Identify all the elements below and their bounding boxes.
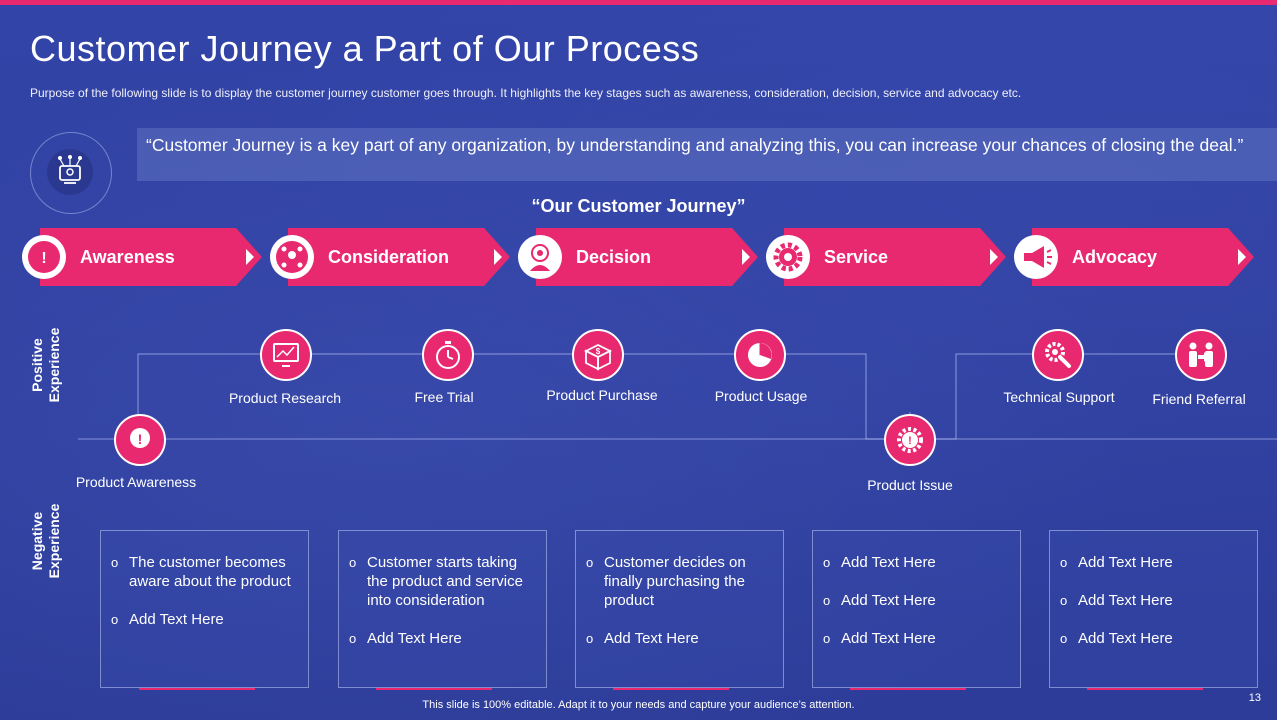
network-user-icon [47,149,93,195]
node-product-purchase: $ [572,329,624,381]
stage-arrow [40,228,262,286]
stage-label: Consideration [328,247,450,267]
node-label: Product Research [228,390,342,406]
monitor-chart-icon [273,343,299,367]
quote-box [137,128,1277,181]
dollar-box-icon: $ [583,343,613,371]
card-item: Customer starts taking the product and s… [349,553,536,610]
card-decision: Customer decides on finally purchasing t… [575,530,784,688]
target-person-icon [518,235,562,279]
card-accent-bar [376,688,492,690]
card-list: The customer becomes aware about the pro… [101,531,308,629]
card-item: Add Text Here [349,629,536,648]
node-label: Product Usage [714,388,808,404]
gear-icon [766,235,810,279]
card-item: The customer becomes aware about the pro… [111,553,298,591]
stage-label: Advocacy [1072,247,1158,267]
card-item: Add Text Here [586,629,773,648]
card-accent-bar [139,688,255,690]
node-label: Product Issue [867,477,953,493]
head-exclamation-icon: ! [130,428,150,448]
node-product-issue: ! [884,414,936,466]
card-list: Add Text Here Add Text Here Add Text Her… [813,531,1020,648]
card-item: Add Text Here [1060,629,1247,648]
card-advocacy: Add Text Here Add Text Here Add Text Her… [1049,530,1258,688]
quote-text: “Customer Journey is a key part of any o… [146,135,1244,155]
card-list: Add Text Here Add Text Here Add Text Her… [1050,531,1257,648]
node-label: Technical Support [1003,389,1115,405]
node-technical-support [1032,329,1084,381]
stage-label: Awareness [80,247,175,267]
footer-note: This slide is 100% editable. Adapt it to… [422,699,855,711]
journey-title: “Our Customer Journey” [531,196,746,216]
node-label: Free Trial [414,389,474,405]
page-subtitle: Purpose of the following slide is to dis… [30,86,1022,100]
svg-text:!: ! [138,431,143,447]
stopwatch-icon [436,341,460,369]
card-list: Customer decides on finally purchasing t… [576,531,783,648]
card-list: Customer starts taking the product and s… [339,531,546,648]
page-title: Customer Journey a Part of Our Process [30,28,700,69]
quote-icon-ring [30,132,112,214]
card-accent-bar [1087,688,1203,690]
card-service: Add Text Here Add Text Here Add Text Her… [812,530,1021,688]
node-product-usage [734,329,786,381]
top-accent-bar [0,0,1277,5]
gear-alert-icon: ! [897,427,923,453]
node-product-awareness: ! [114,414,166,466]
card-item: Add Text Here [823,629,1010,648]
node-label: Product Purchase [546,387,658,403]
stage-label: Decision [576,247,652,267]
card-item: Add Text Here [823,553,1010,572]
node-free-trial [422,329,474,381]
card-item: Customer decides on finally purchasing t… [586,553,773,610]
card-item: Add Text Here [1060,591,1247,610]
card-awareness: The customer becomes aware about the pro… [100,530,309,688]
pie-chart-icon [748,343,772,367]
card-accent-bar [850,688,966,690]
svg-text:!: ! [41,250,46,267]
node-product-research [260,329,312,381]
svg-text:!: ! [908,435,912,447]
card-item: Add Text Here [823,591,1010,610]
wrench-gear-icon [1045,342,1071,368]
card-item: Add Text Here [111,610,298,629]
people-referral-icon [1189,342,1213,367]
megaphone-icon [1014,235,1058,279]
people-network-icon [270,235,314,279]
svg-text:$: $ [596,347,601,356]
node-friend-referral [1175,329,1227,381]
card-item: Add Text Here [1060,553,1247,572]
card-consideration: Customer starts taking the product and s… [338,530,547,688]
stage-label: Service [824,247,889,267]
node-label: Friend Referral [1152,391,1246,407]
head-exclamation-icon: ! [22,235,66,279]
card-accent-bar [613,688,729,690]
node-label: Product Awareness [75,474,197,490]
page-number: 13 [1248,692,1261,704]
